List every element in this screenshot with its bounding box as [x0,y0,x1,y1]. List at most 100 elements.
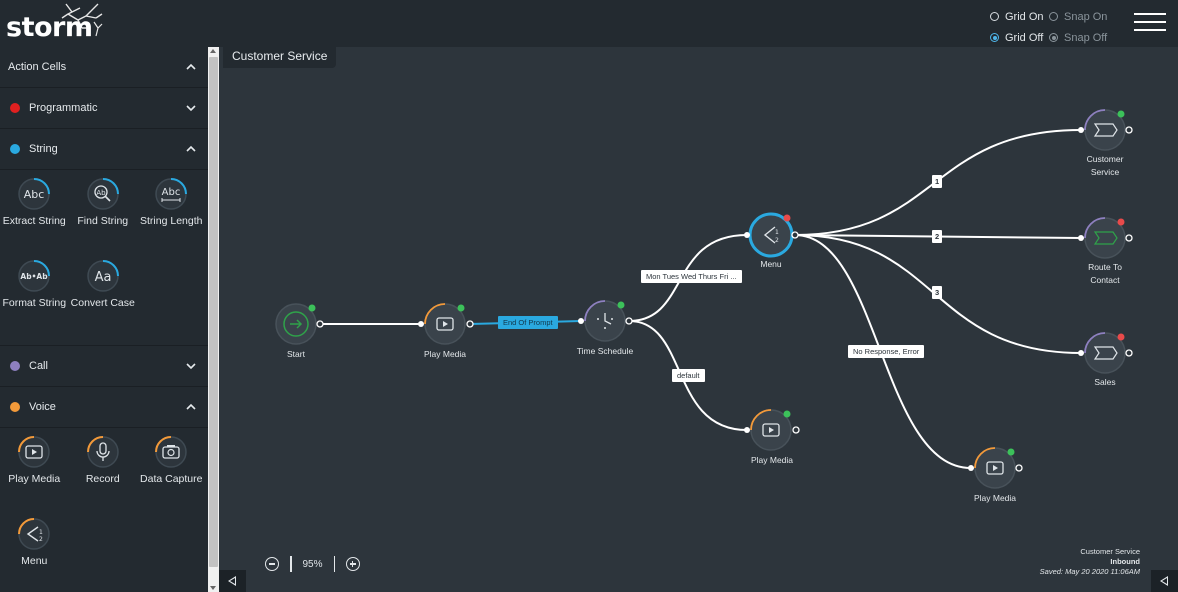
section-call[interactable]: Call [0,346,208,387]
node-start [275,303,317,345]
chevron-up-icon[interactable] [186,62,196,72]
node-menu: 1 2 [748,212,794,258]
cell-label: Convert Case [70,297,135,309]
string-length-icon: Abc [155,178,188,210]
grid-off-option[interactable]: Grid Off [990,27,1044,48]
chevron-down-icon[interactable] [186,361,196,371]
action-cells-title: Action Cells [8,61,67,73]
edge-label-end-of-prompt[interactable]: End Of Prompt [498,316,558,329]
hamburger-menu-icon[interactable] [1134,13,1166,33]
cell-label: Play Media [8,473,61,485]
section-programmatic[interactable]: Programmatic [0,88,208,129]
snap-on-label: Snap On [1064,10,1108,23]
flow-diagram: 1 2 [275,109,1133,489]
sidebar-scrollbar[interactable] [208,47,219,592]
cell-find-string[interactable]: Ab Find String [69,177,138,259]
svg-text:Abc: Abc [24,188,45,201]
chevron-up-icon[interactable] [186,144,196,154]
svg-text:Abc: Abc [162,187,181,198]
cell-string-length[interactable]: Abc String Length [137,177,206,259]
cell-convert-case[interactable]: Aa Convert Case [69,259,138,341]
node-customer-service [1084,109,1126,151]
string-color-dot [10,144,20,154]
node-label-play-media-1: Play Media [423,349,467,359]
cell-data-capture[interactable]: Data Capture [137,435,206,517]
find-string-icon: Ab [87,178,119,210]
convert-case-icon: Aa [87,260,119,292]
flow-info: Customer Service Inbound Saved: May 20 2… [1040,547,1140,577]
voice-color-dot [10,402,20,412]
extract-string-icon: Abc [18,178,51,210]
scroll-up-icon[interactable] [210,49,216,53]
node-label-menu: Menu [760,259,782,269]
cell-format-string[interactable]: Ab•Ab Format String [0,259,69,341]
snap-on-option[interactable]: Snap On [1049,6,1107,27]
edge-label-default[interactable]: default [672,369,705,382]
section-label: String [29,143,58,155]
collapse-right-icon[interactable] [1151,570,1178,592]
cell-label: Menu [21,555,48,567]
zoom-out-icon[interactable] [265,557,279,571]
node-time-schedule [584,300,626,342]
snap-toggle: Snap On Snap Off [1049,6,1107,48]
node-label-play-media-3: Play Media [973,493,1017,503]
cell-label: Data Capture [140,473,203,485]
node-play-media-3 [974,447,1016,489]
cell-record[interactable]: Record [69,435,138,517]
section-string[interactable]: String [0,129,208,170]
data-capture-icon [155,436,187,468]
saved-timestamp: Saved: May 20 2020 11:06AM [1039,567,1140,576]
zoom-controls: 95% [265,553,361,575]
top-bar: storm Grid On Grid Off Snap On Snap Off [0,0,1178,47]
snap-off-option[interactable]: Snap Off [1049,27,1107,48]
node-play-media-2 [750,409,792,451]
grid-toggle: Grid On Grid Off [990,6,1044,48]
cell-menu[interactable]: 1 2 Menu [0,517,69,592]
cell-extract-string[interactable]: Abc Extract String [0,177,69,259]
zoom-in-icon[interactable] [346,557,361,571]
radio-icon [990,12,999,21]
svg-text:1: 1 [39,529,43,536]
svg-text:Ab•Ab: Ab•Ab [21,272,49,281]
section-label: Programmatic [29,102,98,114]
svg-text:2: 2 [775,237,779,244]
call-color-dot [10,361,20,371]
ports [316,126,1133,472]
grid-on-label: Grid On [1005,10,1044,23]
chevron-up-icon[interactable] [186,402,196,412]
edge-label-weekdays[interactable]: Mon Tues Wed Thurs Fri ... [641,270,742,283]
node-label-start: Start [287,349,305,359]
flow-name: Customer Service [1080,547,1140,556]
edge-label-option-1[interactable]: 1 [932,175,943,188]
chevron-down-icon[interactable] [186,103,196,113]
microphone-icon [86,436,119,468]
voice-cells: Play Media Record Data Capture [0,428,208,592]
programmatic-color-dot [10,103,20,113]
flow-direction: Inbound [1110,557,1140,566]
svg-text:Aa: Aa [94,270,111,285]
snap-off-label: Snap Off [1064,31,1108,44]
grid-on-option[interactable]: Grid On [990,6,1044,27]
section-voice[interactable]: Voice [0,387,208,428]
canvas-title: Customer Service [223,47,337,68]
scroll-thumb[interactable] [209,57,218,567]
node-route-to-contact [1084,217,1126,259]
cell-label: Format String [2,297,67,309]
scroll-down-icon[interactable] [210,586,216,590]
cell-label: Extract String [2,215,66,227]
node-play-media-1 [424,303,466,345]
cell-play-media[interactable]: Play Media [0,435,69,517]
section-label: Voice [29,401,56,413]
edge-label-option-3[interactable]: 3 [932,286,943,299]
edge-label-option-2[interactable]: 2 [932,230,943,243]
section-label: Call [29,360,48,372]
edge-label-no-response[interactable]: No Response, Error [848,345,925,358]
action-cells-header[interactable]: Action Cells [0,47,208,88]
svg-text:Ab: Ab [96,189,106,197]
action-cells-sidebar: Action Cells Programmatic String Abc Ext… [0,47,208,592]
collapse-left-icon[interactable] [219,570,246,592]
node-sales [1084,332,1126,374]
flow-canvas[interactable]: Customer Service [219,47,1178,592]
radio-checked-icon [990,33,999,42]
play-media-icon [18,436,50,468]
